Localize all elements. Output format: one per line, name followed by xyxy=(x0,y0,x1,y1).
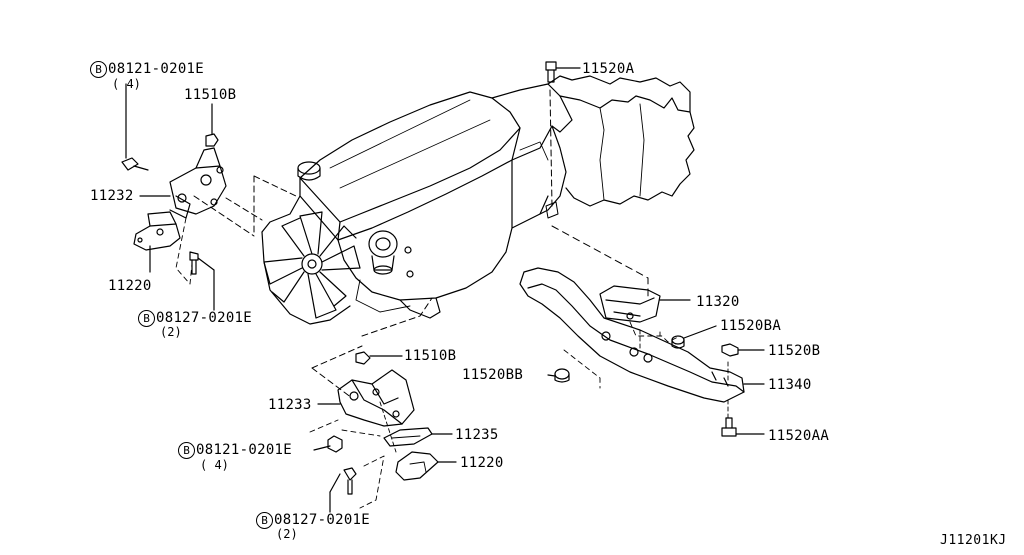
bolt-marker-b: B xyxy=(178,442,195,459)
part-number-label: 08121-0201E xyxy=(196,442,293,458)
part-number-label: 11510B xyxy=(404,348,457,364)
part-number-label: 11510B xyxy=(184,87,237,103)
cooling-fan xyxy=(263,211,361,319)
bolt-marker-b: B xyxy=(90,61,107,78)
part-number-label: 11220 xyxy=(460,455,504,471)
engine-illustration xyxy=(261,91,549,325)
bolt-marker-b: B xyxy=(138,310,155,327)
diagram-code: J11201KJ xyxy=(940,533,1007,548)
quantity-label: ( 4) xyxy=(200,458,229,472)
transmission-illustration xyxy=(491,75,695,219)
quantity-label: ( 4) xyxy=(112,77,141,91)
part-number-label: 11520BA xyxy=(720,318,782,334)
part-number-label: 11233 xyxy=(268,397,312,413)
rear-mount-insulator xyxy=(599,285,661,323)
part-number-label: 08127-0201E xyxy=(274,512,371,528)
part-number-label: 11232 xyxy=(90,188,134,204)
bolt-marker-b: B xyxy=(256,512,273,529)
part-number-label: 11320 xyxy=(696,294,740,310)
part-number-label: 11340 xyxy=(768,377,812,393)
part-number-label: 08127-0201E xyxy=(156,310,253,326)
part-number-label: 08121-0201E xyxy=(108,61,205,77)
part-number-label: 11520A xyxy=(582,61,635,77)
part-number-label: 11235 xyxy=(455,427,499,443)
part-number-label: 11520B xyxy=(768,343,821,359)
quantity-label: (2) xyxy=(160,325,182,339)
crossmember-fasteners xyxy=(545,61,765,437)
part-number-label: 11220 xyxy=(108,278,152,294)
part-number-label: 11520BB xyxy=(462,367,524,383)
right-engine-mount xyxy=(313,351,457,513)
quantity-label: (2) xyxy=(276,527,298,541)
part-number-label: 11520AA xyxy=(768,428,830,444)
left-engine-mount xyxy=(121,83,227,311)
crossmember xyxy=(519,267,745,403)
